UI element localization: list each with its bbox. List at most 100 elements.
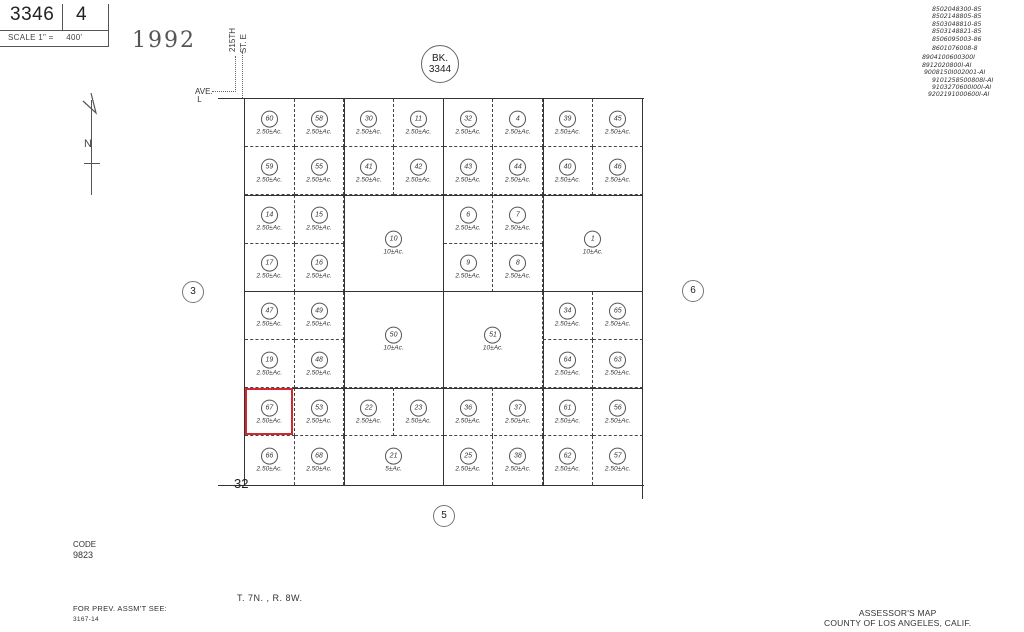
avenue-label: AVE. L xyxy=(195,88,213,104)
parcel-acreage: 2.50±Ac. xyxy=(505,272,531,280)
parcel-number: 58 xyxy=(310,110,328,128)
adjacent-page-west[interactable]: 3 xyxy=(182,281,204,303)
apn-note: 8503148821-85 xyxy=(932,28,982,36)
parcel-acreage: 2.50±Ac. xyxy=(604,466,631,474)
parcel-acreage: 2.50±Ac. xyxy=(405,128,432,136)
parcel-acreage: 10±Ac. xyxy=(482,345,504,353)
parcel-number: 17 xyxy=(260,254,278,272)
parcel-acreage: 2.50±Ac. xyxy=(554,369,581,377)
parcel-number: 66 xyxy=(260,448,278,466)
adjacent-book-reference[interactable]: BK. 3344 xyxy=(421,45,459,83)
parcel-number: 32 xyxy=(459,110,477,128)
adjacent-page-south[interactable]: 5 xyxy=(433,505,455,527)
parcel-number: 68 xyxy=(310,448,328,466)
section-line-south xyxy=(218,485,644,486)
avenue-name: AVE. xyxy=(195,87,213,96)
parcel-acreage: 2.50±Ac. xyxy=(306,320,332,328)
apn-note: 8506095003-86 xyxy=(932,35,982,43)
parcel-acreage: 2.50±Ac. xyxy=(505,176,531,184)
parcel-acreage: 2.50±Ac. xyxy=(256,224,283,232)
parcel-acreage: 2.50±Ac. xyxy=(505,417,531,425)
parcel-number: 39 xyxy=(559,110,577,128)
parcel-number: 14 xyxy=(260,206,278,224)
header-rule xyxy=(0,30,108,31)
parcel-acreage: 2.50±Ac. xyxy=(256,320,283,328)
parcel-number: 7 xyxy=(509,206,527,224)
parcel-acreage: 2.50±Ac. xyxy=(405,417,432,425)
parcel-number: 62 xyxy=(559,448,577,466)
selected-parcel-highlight[interactable] xyxy=(245,388,293,435)
north-arrow-tick xyxy=(84,163,100,164)
block-boundary-v xyxy=(542,99,544,485)
book-ref-label: BK. xyxy=(431,53,449,64)
parcel-number: 25 xyxy=(459,448,477,466)
parcel-number: 9 xyxy=(459,254,477,272)
parcel-acreage: 2.50±Ac. xyxy=(256,128,283,136)
parcel-number: 19 xyxy=(260,351,278,369)
parcel-acreage: 2.50±Ac. xyxy=(306,176,332,184)
adjacent-page-east[interactable]: 6 xyxy=(682,280,704,302)
